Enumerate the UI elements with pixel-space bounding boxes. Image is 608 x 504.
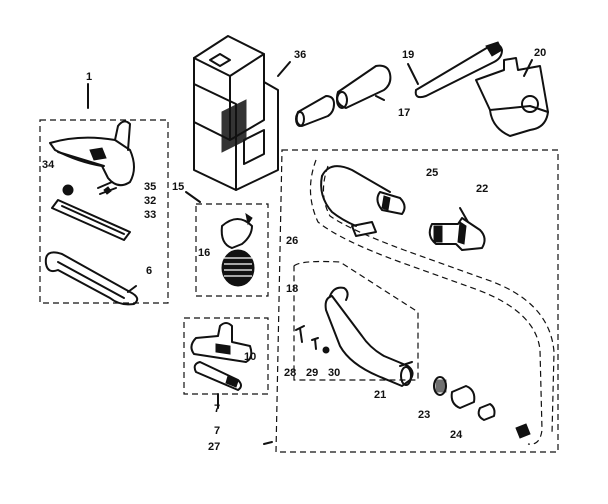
coupling-24 bbox=[477, 403, 531, 439]
callout-21: 21 bbox=[374, 389, 386, 401]
callout-1: 1 bbox=[86, 71, 92, 83]
hose-kit-box bbox=[275, 149, 559, 453]
callout-29: 29 bbox=[306, 367, 318, 379]
callout-6: 6 bbox=[146, 265, 152, 277]
kit-box-1 bbox=[39, 83, 169, 304]
callout-16: 16 bbox=[198, 247, 210, 259]
spring-16 bbox=[221, 249, 255, 287]
callout-35: 35 bbox=[144, 181, 156, 193]
spring-box-15 bbox=[185, 191, 269, 297]
bag-16 bbox=[220, 212, 253, 249]
callout-19: 19 bbox=[402, 49, 414, 61]
crevice-tool-19 bbox=[407, 41, 503, 99]
callout-7a: 7 bbox=[214, 403, 220, 415]
callout-17: 17 bbox=[398, 107, 410, 119]
callout-32: 32 bbox=[144, 195, 156, 207]
callout-18: 18 bbox=[286, 283, 298, 295]
clip-18 bbox=[329, 286, 349, 301]
callout-7b: 7 bbox=[214, 425, 220, 437]
callout-33: 33 bbox=[144, 209, 156, 221]
callout-36: 36 bbox=[294, 49, 306, 61]
handle-6 bbox=[44, 251, 139, 306]
callout-20: 20 bbox=[534, 47, 546, 59]
carton-36 bbox=[193, 35, 291, 191]
strip-33 bbox=[51, 199, 131, 241]
callout-30: 30 bbox=[328, 367, 340, 379]
callout-34: 34 bbox=[42, 159, 55, 171]
upholstery-tool-10 bbox=[190, 322, 253, 363]
upholstery-box-7 bbox=[183, 317, 269, 409]
callout-22: 22 bbox=[476, 183, 488, 195]
small-parts-34-35-32 bbox=[62, 181, 117, 196]
wand-pieces-17 bbox=[295, 64, 392, 127]
nozzle-10 bbox=[193, 361, 242, 391]
floor-brush bbox=[49, 120, 135, 187]
screws-28-29-30 bbox=[295, 325, 330, 354]
callout-28: 28 bbox=[284, 367, 296, 379]
callout-26: 26 bbox=[286, 235, 298, 247]
inner-box-26 bbox=[293, 260, 419, 381]
callout-24: 24 bbox=[450, 429, 463, 441]
callout-10: 10 bbox=[244, 351, 256, 363]
callout-27: 27 bbox=[208, 441, 220, 453]
callout-23: 23 bbox=[418, 409, 430, 421]
callout-15: 15 bbox=[172, 181, 184, 193]
wall-bracket-20 bbox=[475, 57, 549, 137]
coupling-23 bbox=[433, 376, 476, 409]
cuff-25 bbox=[351, 191, 406, 237]
callout-25: 25 bbox=[426, 167, 438, 179]
hose-22 bbox=[309, 159, 555, 445]
elbow-21 bbox=[324, 295, 414, 387]
swivel-22 bbox=[428, 207, 486, 251]
